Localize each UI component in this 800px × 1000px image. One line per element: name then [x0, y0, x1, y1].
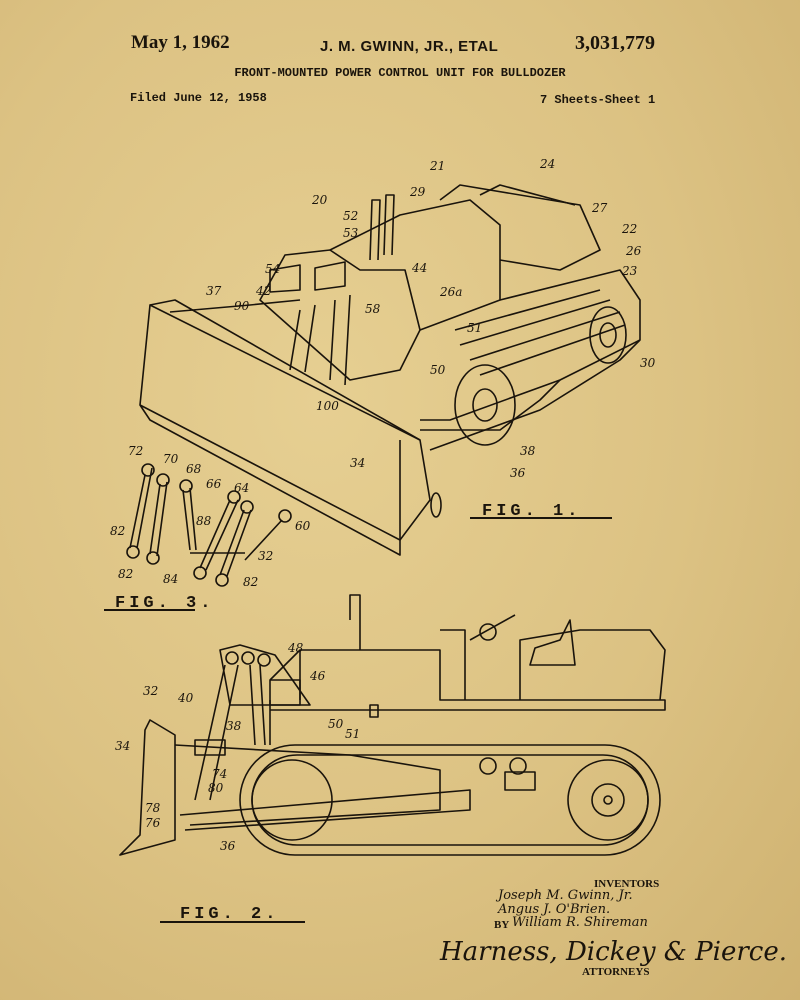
- ref-numeral: 40: [177, 691, 194, 705]
- patent-title: FRONT-MOUNTED POWER CONTROL UNIT FOR BUL…: [234, 66, 566, 80]
- ref-numeral: 32: [258, 549, 273, 563]
- filed-date: Filed June 12, 1958: [130, 91, 267, 105]
- ref-numeral: 82: [243, 575, 258, 589]
- ref-numeral: 44: [411, 261, 427, 275]
- ref-numeral: 66: [206, 477, 222, 491]
- ref-numeral: 32: [143, 684, 158, 698]
- ref-numeral: 70: [163, 452, 179, 466]
- ref-numeral: 50: [430, 363, 446, 377]
- ref-numeral: 24: [539, 157, 555, 171]
- patent-number: 3,031,779: [575, 32, 655, 54]
- fig2-bulldozer-drawing: [119, 594, 666, 856]
- ref-numeral: 34: [115, 739, 130, 753]
- fig1-reference-numerals: 21 24 27 20 52 53 29 22 26 23 54 42 37 9…: [206, 157, 656, 480]
- ref-numeral: 22: [621, 222, 637, 236]
- fig3-label: FIG. 3.: [115, 594, 214, 613]
- ref-numeral: 80: [208, 781, 224, 795]
- attorneys-signature: Harness, Dickey & Pierce.: [439, 937, 787, 967]
- ref-numeral: 38: [226, 719, 242, 733]
- ref-numeral: 36: [220, 839, 236, 853]
- ref-numeral: 60: [295, 519, 311, 533]
- ref-numeral: 51: [467, 321, 482, 335]
- ref-numeral: 20: [311, 193, 328, 207]
- ref-numeral: 53: [343, 226, 359, 240]
- ref-numeral: 34: [350, 456, 365, 470]
- sheet-count: 7 Sheets-Sheet 1: [540, 93, 656, 107]
- ref-numeral: 27: [591, 201, 608, 215]
- attorneys-label: ATTORNEYS: [582, 966, 649, 978]
- ref-numeral: 48: [287, 641, 304, 655]
- ref-numeral: 82: [118, 567, 133, 581]
- fig1-label: FIG. 1.: [482, 502, 581, 521]
- ref-numeral: 30: [640, 356, 656, 370]
- ref-numeral: 42: [255, 284, 271, 298]
- ref-numeral: 82: [110, 524, 125, 538]
- ref-numeral: 46: [309, 669, 326, 683]
- ref-numeral: 100: [316, 399, 339, 413]
- inventor-name: J. M. GWINN, JR., ETAL: [320, 38, 499, 55]
- ref-numeral: 84: [163, 572, 178, 586]
- fig3-reference-numerals: 72 70 68 66 64 88 60 82 82 32 84 82: [110, 444, 311, 589]
- inventor-1-signature: Joseph M. Gwinn, Jr.: [495, 888, 633, 903]
- ref-numeral: 78: [145, 801, 161, 815]
- ref-numeral: 51: [345, 727, 360, 741]
- ref-numeral: 21: [429, 159, 445, 173]
- signature-block: INVENTORS Joseph M. Gwinn, Jr. Angus J. …: [439, 878, 787, 978]
- fig2-label: FIG. 2.: [180, 905, 279, 924]
- ref-numeral: 26a: [439, 285, 462, 299]
- ref-numeral: 72: [128, 444, 143, 458]
- ref-numeral: 29: [409, 185, 426, 199]
- ref-numeral: 52: [343, 209, 358, 223]
- ref-numeral: 90: [234, 299, 250, 313]
- inventors-label: INVENTORS: [594, 878, 659, 890]
- fig2-reference-numerals: 48 46 32 40 34 38 50 51 74 78 80 76 36: [115, 641, 360, 853]
- ref-numeral: 74: [212, 767, 227, 781]
- ref-numeral: 88: [196, 514, 212, 528]
- inventor-3-signature: William R. Shireman: [512, 915, 648, 930]
- ref-numeral: 76: [145, 816, 161, 830]
- ref-numeral: 58: [365, 302, 381, 316]
- ref-numeral: 54: [265, 262, 280, 276]
- fig1-bulldozer-drawing: [139, 184, 641, 556]
- by-label: BY: [494, 919, 509, 931]
- patent-date: May 1, 1962: [131, 32, 230, 53]
- fig3-linkage-drawing: [126, 463, 292, 587]
- ref-numeral: 37: [206, 284, 222, 298]
- ref-numeral: 36: [510, 466, 526, 480]
- ref-numeral: 68: [186, 462, 202, 476]
- ref-numeral: 38: [520, 444, 536, 458]
- inventor-2-signature: Angus J. O'Brien.: [497, 902, 610, 917]
- ref-numeral: 23: [621, 264, 638, 278]
- ref-numeral: 64: [234, 481, 249, 495]
- ref-numeral: 26: [625, 244, 642, 258]
- ref-numeral: 50: [328, 717, 344, 731]
